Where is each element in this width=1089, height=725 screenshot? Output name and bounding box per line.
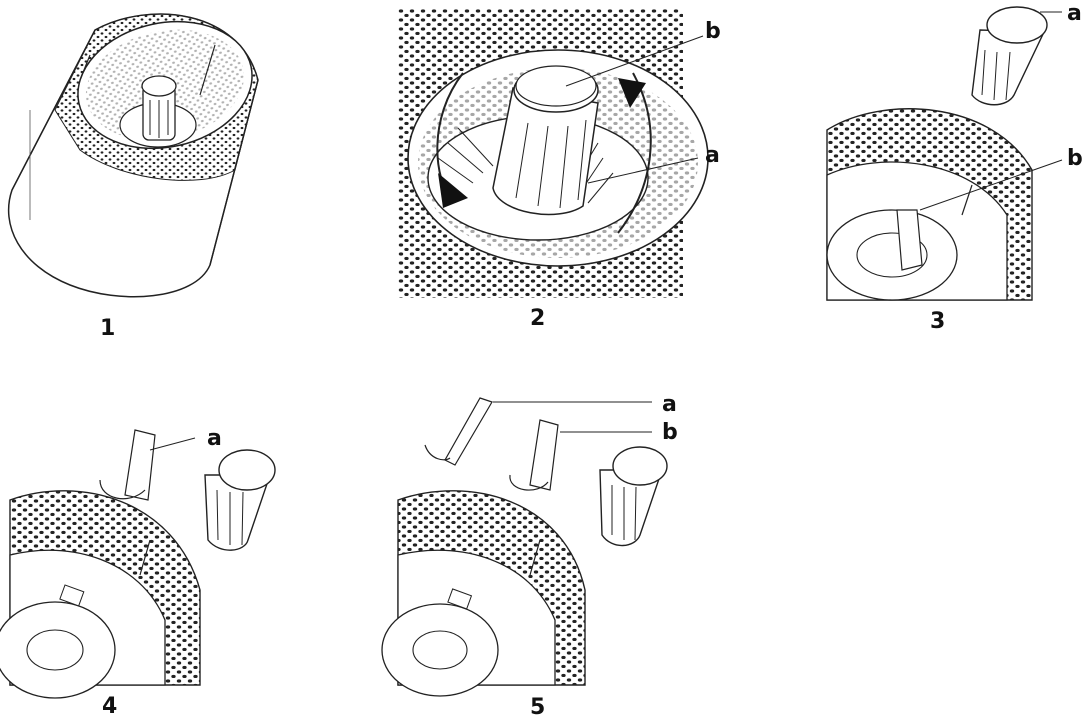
agitator-removed-illustration: [826, 6, 1063, 301]
figure-5: a b 5: [381, 380, 700, 725]
step-number-1: 1: [100, 316, 116, 341]
callout-label-a: a: [662, 392, 677, 417]
adapter-removed-illustration: [0, 429, 276, 699]
step-number-4: 4: [102, 694, 118, 719]
step-number-3: 3: [930, 309, 946, 334]
drum-illustration: [7, 13, 259, 298]
step-number-2: 2: [530, 306, 546, 331]
agitator-rotation-illustration: [398, 8, 709, 298]
figure-4: a 4: [0, 390, 290, 725]
callout-label-a: a: [705, 143, 720, 168]
step-number-5: 5: [530, 695, 546, 720]
callout-label-a: a: [1067, 1, 1082, 26]
shaft-parts-removed-illustration: [381, 397, 668, 697]
callout-label-b: b: [1067, 146, 1083, 171]
figure-3: a b 3: [822, 0, 1089, 340]
figure-2: b a 2: [398, 8, 728, 330]
figure-1: 1: [0, 0, 280, 345]
callout-label-a: a: [207, 426, 222, 451]
callout-label-b: b: [705, 19, 721, 44]
callout-label-b: b: [662, 420, 678, 445]
